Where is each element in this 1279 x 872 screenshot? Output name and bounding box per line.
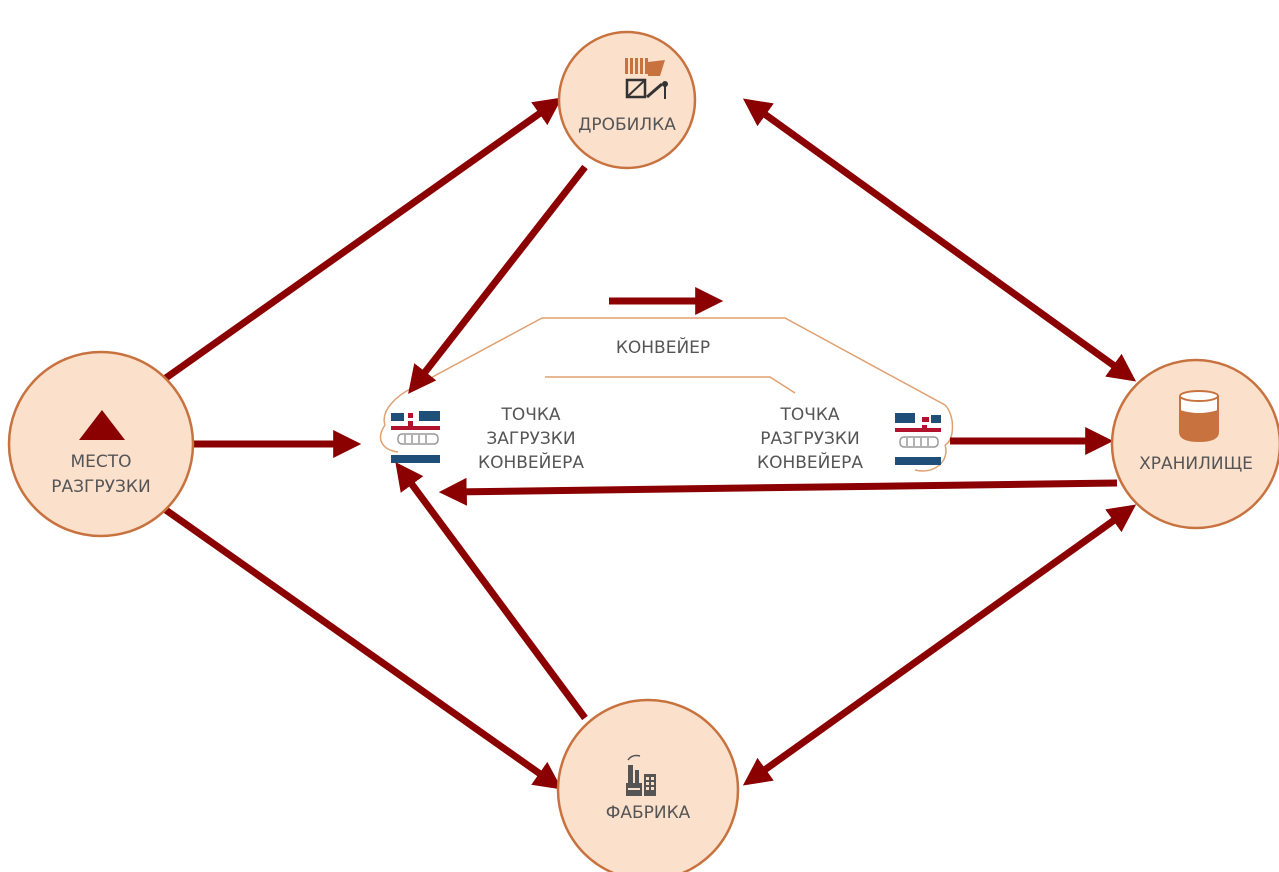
loading-point-line2: ЗАГРУЗКИ [486,429,575,449]
node-unloading-place[interactable]: МЕСТО РАЗГРУЗКИ [7,350,195,538]
arrow-factory-to-loading-point [395,462,588,721]
arrows [160,97,1137,790]
unloading-label-line2: РАЗГРУЗКИ [51,477,150,497]
node-crusher[interactable]: ДРОБИЛКА [557,30,697,170]
unloading-point-line1: ТОЧКА [779,405,839,425]
unloading-point-line3: КОНВЕЙЕРА [757,451,863,473]
factory-icon [626,754,656,796]
node-storage[interactable]: ХРАНИЛИЩЕ [1110,358,1279,530]
factory-label: ФАБРИКА [606,803,691,823]
arrow-unloading-to-factory [160,505,563,790]
crusher-label: ДРОБИЛКА [578,115,676,135]
arrow-crusher-storage [742,98,1137,382]
loading-point-line3: КОНВЕЙЕРА [478,451,584,473]
arrow-crusher-to-loading-point [408,164,588,394]
triangle-icon [79,410,125,440]
conveyor-unloading-point[interactable]: ТОЧКА РАЗГРУЗКИ КОНВЕЙЕРА [757,405,941,473]
unloading-point-line2: РАЗГРУЗКИ [760,429,859,449]
conveyor-icon [391,411,440,463]
loading-point-line1: ТОЧКА [500,405,560,425]
arrow-storage-to-loading-point [438,477,1118,506]
conveyor-icon [895,413,941,465]
node-factory[interactable]: ФАБРИКА [556,698,740,872]
arrow-unloading-to-crusher [160,97,563,383]
tank-icon [1179,390,1219,443]
conveyor-loading-point[interactable]: ТОЧКА ЗАГРУЗКИ КОНВЕЙЕРА [391,405,584,473]
conveyor-label: КОНВЕЙЕР [616,336,710,358]
storage-label: ХРАНИЛИЩЕ [1139,454,1253,474]
crusher-icon [625,58,668,99]
unloading-label-line1: МЕСТО [70,452,131,472]
arrow-storage-factory [742,504,1137,786]
